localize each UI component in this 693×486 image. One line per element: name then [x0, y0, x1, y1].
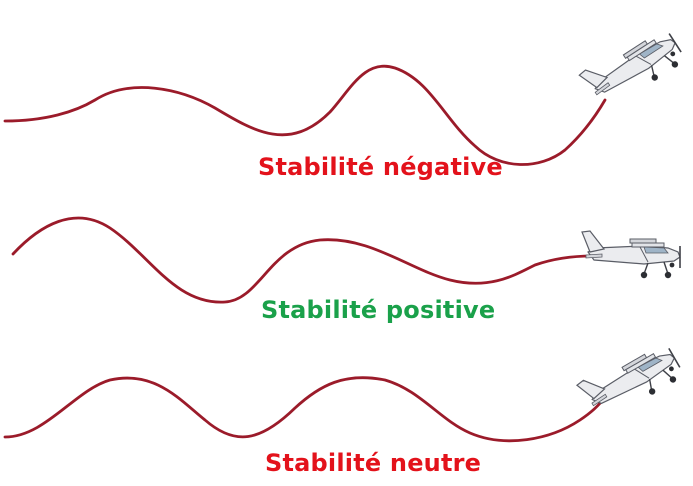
airplane-icon [577, 20, 688, 115]
airplane-icon [581, 230, 681, 280]
positive-stability-path [11, 216, 594, 304]
negative-stability-label: Stabilité négative [258, 153, 503, 181]
neutral-stability-label: Stabilité neutre [265, 449, 482, 477]
positive-stability-label: Stabilité positive [261, 296, 496, 324]
negative-stability-path [3, 64, 607, 166]
neutral-stability-path [3, 376, 606, 443]
